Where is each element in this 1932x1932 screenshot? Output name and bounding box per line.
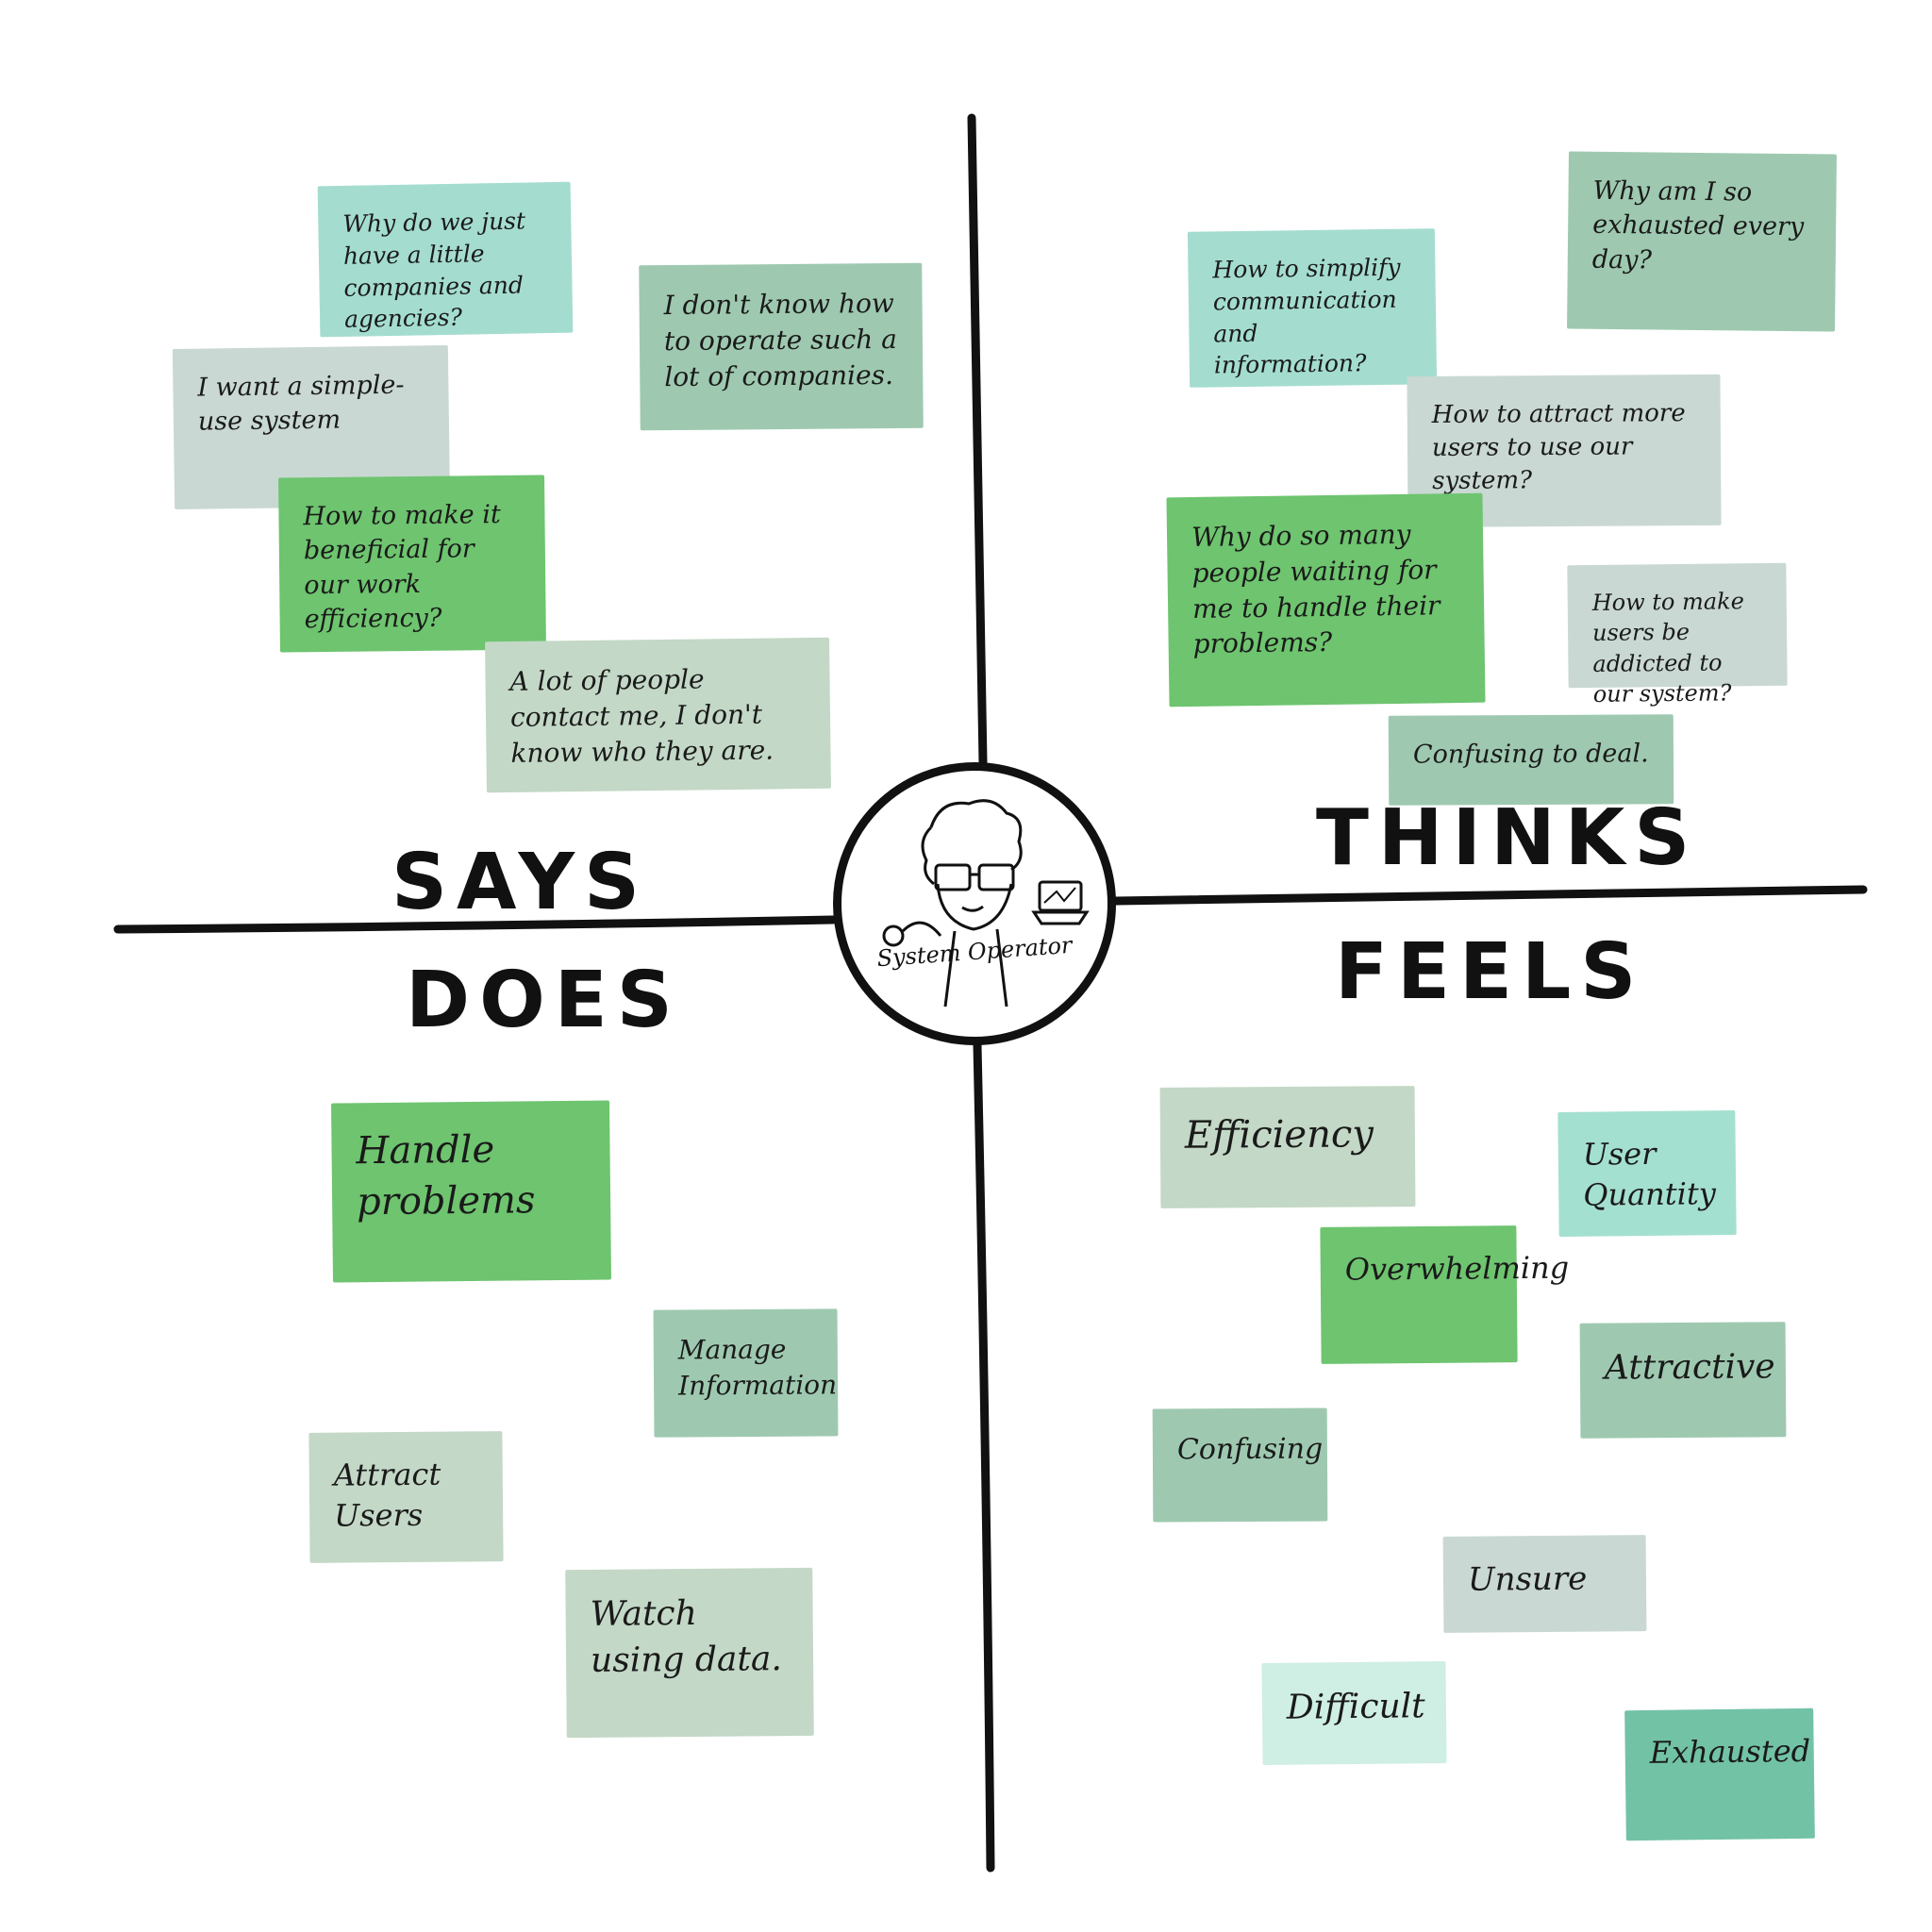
sticky-note: Confusing to deal. (1388, 714, 1674, 806)
sticky-note: Watch using data. (565, 1567, 814, 1739)
quadrant-label-thinks: THINKS (1316, 793, 1700, 883)
sticky-note: Unsure (1442, 1535, 1647, 1633)
sticky-note: Manage Information (653, 1308, 839, 1438)
quadrant-label-does: DOES (406, 956, 682, 1045)
person-sketch-icon (882, 799, 1090, 1008)
sticky-note: How to simplify communication and inform… (1187, 228, 1438, 388)
sticky-note: Exhausted (1624, 1707, 1815, 1841)
sticky-note: Why do we just have a little companies a… (317, 181, 574, 338)
persona-circle: System Operator (833, 762, 1116, 1045)
vertical-axis-bottom (973, 1041, 995, 1873)
sticky-note: Why am I so exhausted every day? (1567, 151, 1837, 332)
horizontal-axis-left (113, 915, 838, 934)
sticky-note: Efficiency (1159, 1086, 1416, 1208)
sticky-note: How to make it beneficial for our work e… (278, 475, 546, 653)
quadrant-label-feels: FEELS (1335, 927, 1646, 1017)
sticky-note: Difficult (1261, 1660, 1447, 1766)
sticky-note: Handle problems (331, 1100, 611, 1283)
sticky-note: Why do so many people waiting for me to … (1166, 492, 1486, 708)
sticky-note: Attract Users (308, 1431, 504, 1563)
quadrant-label-says: SAYS (391, 838, 650, 927)
horizontal-axis-right (1111, 885, 1868, 906)
sticky-note: I don't know how to operate such a lot o… (639, 262, 924, 431)
sticky-note: Overwhelming (1320, 1225, 1569, 1364)
sticky-note: Attractive (1579, 1322, 1787, 1439)
sticky-note: How to make users be addicted to our sys… (1567, 562, 1788, 708)
sticky-note: User Quantity (1557, 1110, 1737, 1237)
vertical-axis-top (967, 113, 988, 767)
sticky-note: Confusing (1152, 1407, 1328, 1523)
sticky-note: A lot of people contact me, I don't know… (485, 637, 831, 793)
